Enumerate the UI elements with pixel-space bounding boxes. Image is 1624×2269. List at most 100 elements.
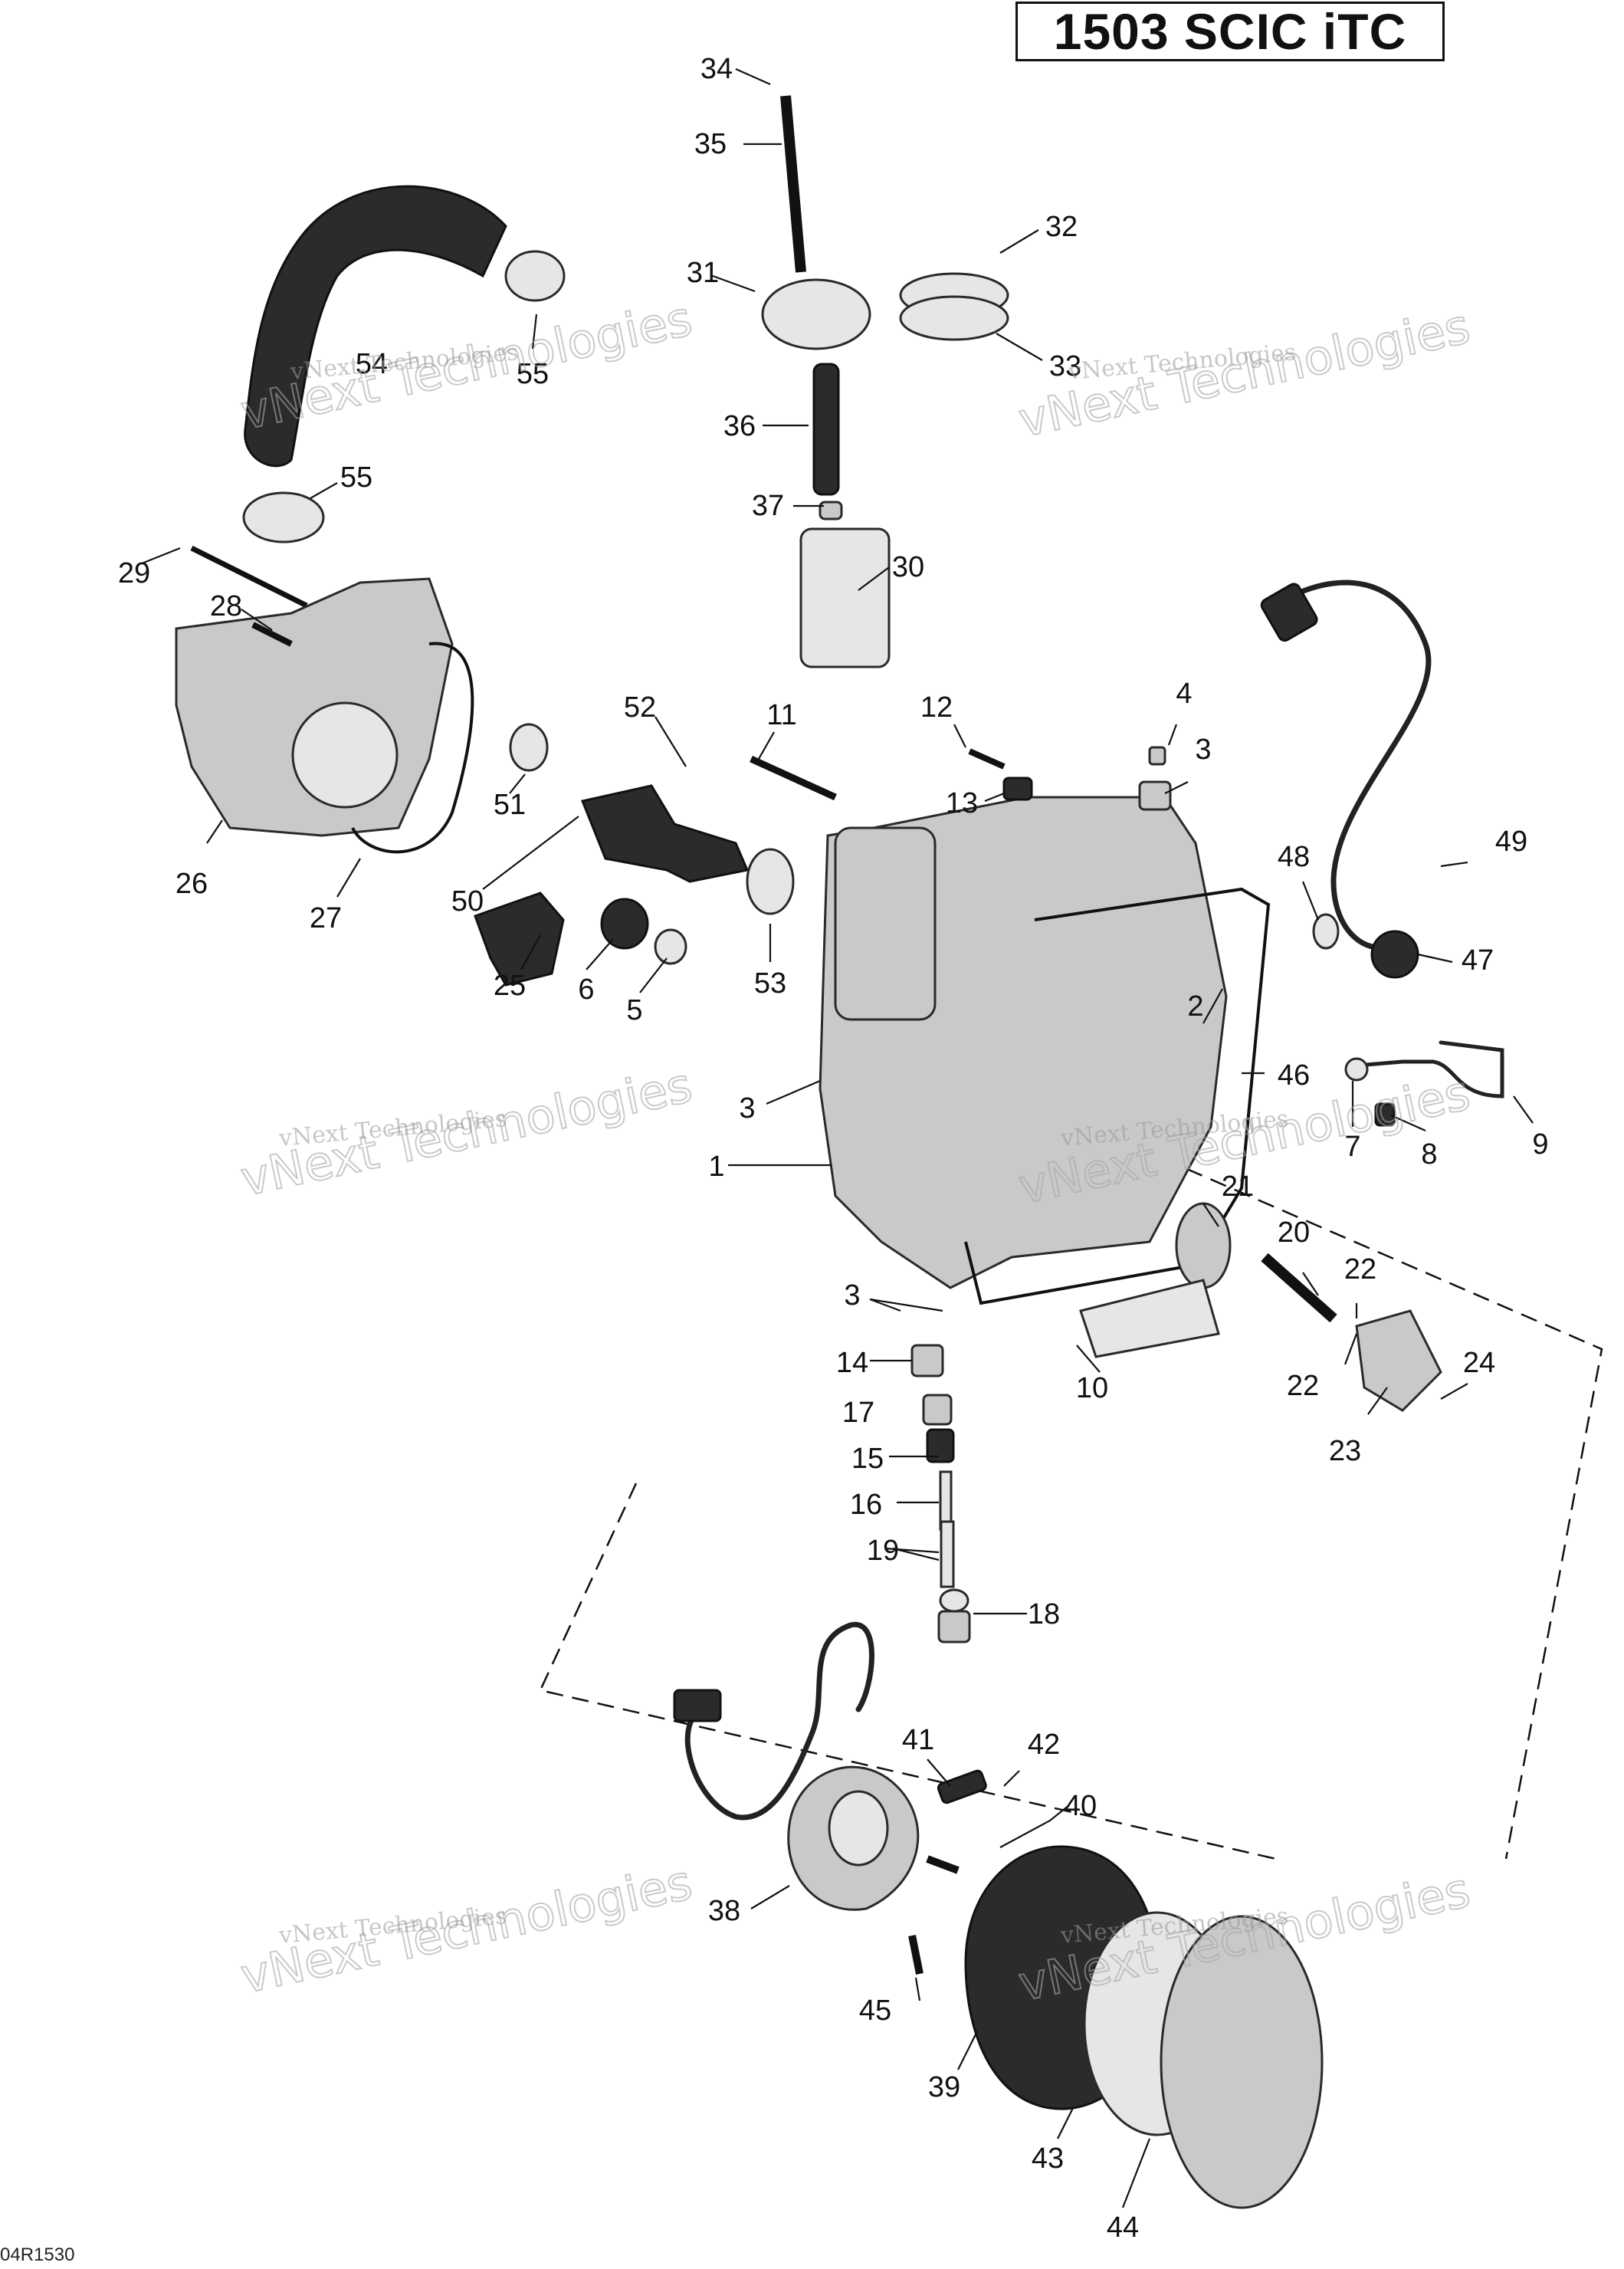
callout-22a: 22 [1344,1253,1376,1286]
callout-40: 40 [1065,1790,1097,1822]
cover-screw-part [968,748,1006,770]
ring-gear-bolt-part [908,1935,924,1975]
stator-bore-part [828,1790,889,1867]
callout-35: 35 [694,128,727,160]
callout-50: 50 [451,885,484,918]
callout-34: 34 [700,53,733,85]
callout-49: 49 [1495,826,1527,858]
relief-valve-spring-2-part [940,1520,955,1588]
callout-38: 38 [708,1895,740,1927]
crankshaft-sensor-part [1370,930,1419,979]
relief-valve-plug-part [937,1610,971,1643]
callout-39: 39 [928,2071,960,2103]
callout-14: 14 [836,1347,868,1379]
water-pump-impeller-cover-part [291,701,399,809]
assembly-dash-lower [539,1483,1277,1860]
callout-6: 6 [578,974,594,1006]
callout-43: 43 [1032,2143,1064,2175]
callout-19: 19 [867,1535,899,1567]
ring-gear-part [1160,1915,1324,2209]
callout-41: 41 [902,1724,934,1756]
callout-13: 13 [946,787,978,819]
oil-pump-shaft-part [1261,1253,1337,1323]
relief-valve-o-ring-part [939,1588,969,1613]
callout-10: 10 [1076,1372,1108,1404]
callout-11: 11 [766,699,796,731]
water-pump-shaft-housing-part [580,784,750,883]
callout-45: 45 [859,1995,891,2027]
breather-tube-part [1354,1040,1504,1098]
callout-labels: 1 2 3 3 3 4 5 6 7 8 9 10 11 12 13 14 15 … [118,53,1549,2244]
long-bolt-part [190,545,308,609]
callout-46: 46 [1278,1059,1310,1092]
callout-2: 2 [1187,990,1203,1023]
filter-cover-part [761,278,871,350]
oil-filter-part [799,527,891,668]
callout-20: 20 [1278,1217,1310,1249]
diagram-code: 04R1530 [0,2244,75,2265]
sensor-wire-part [1284,580,1432,951]
callout-48: 48 [1278,841,1310,873]
callout-55a: 55 [517,358,549,390]
water-pump-bearing-part [654,928,687,965]
assembly-dash-upper [1019,1095,1603,1860]
callout-27: 27 [310,902,342,934]
callout-47: 47 [1462,944,1494,977]
callout-4: 4 [1176,678,1192,710]
callout-17: 17 [842,1397,874,1429]
relief-valve-cap-part [910,1344,944,1377]
callout-3c: 3 [844,1279,860,1312]
callout-12: 12 [920,691,953,724]
dowel-pin-part [1138,780,1172,811]
callout-8: 8 [1421,1138,1437,1171]
oil-screen-part [1079,1279,1220,1358]
callout-3a: 3 [739,1092,755,1125]
stator-wire-part [684,1621,874,1821]
callout-1: 1 [708,1151,724,1183]
hose-clamp-upper-part [504,250,566,302]
stator-connector-part [673,1689,722,1722]
water-pump-o-ring-part [509,723,549,772]
relief-valve-piston-part [926,1428,955,1463]
callout-55b: 55 [340,461,372,494]
callout-28: 28 [210,590,242,622]
watermark-3: vNext Technologies vNext Technologies [235,1056,697,1208]
callout-5: 5 [626,994,642,1026]
leader-lines [141,67,1534,2208]
breather-plug-part [1374,1102,1396,1127]
sensor-connector-part [1260,583,1318,642]
filter-tube-part [812,363,840,496]
filter-cover-o-ring-lower-part [899,295,1009,341]
callout-21: 21 [1222,1171,1254,1203]
water-pump-impeller-part [474,892,565,987]
filter-bolt-part [780,95,806,273]
short-bolt-part [251,622,293,647]
dowel-sleeve-part [1148,746,1166,766]
breather-fitting-part [1344,1057,1369,1082]
callout-42: 42 [1028,1729,1060,1761]
watermark-2: vNext Technologies vNext Technologies [1013,297,1475,449]
callout-16: 16 [850,1489,882,1521]
cover-bolt-part [750,755,837,801]
callout-15: 15 [851,1443,884,1475]
stator-wire-holder-part [937,1769,987,1804]
callout-31: 31 [687,257,719,289]
pto-cover-neck-part [834,826,937,1021]
watermark-5: vNext Technologies vNext Technologies [235,1854,697,2005]
callout-37: 37 [752,490,784,522]
pto-cover-gasket-part [964,887,1271,1305]
flywheel-bolt-part [926,1855,960,1874]
water-pump-gasket-part [351,642,474,854]
sensor-o-ring-part [1312,913,1340,950]
water-pump-seal-part [600,898,649,950]
callout-51: 51 [494,789,526,821]
callout-33: 33 [1049,350,1081,383]
callout-52: 52 [624,691,656,724]
callout-32: 32 [1045,211,1078,243]
callout-22b: 22 [1287,1370,1319,1402]
callout-23: 23 [1329,1435,1361,1467]
filter-tube-seal-part [819,501,843,520]
diagram-title: 1503 SCIC iTC [1053,3,1407,60]
callout-25: 25 [494,970,526,1002]
callout-26: 26 [176,868,208,900]
